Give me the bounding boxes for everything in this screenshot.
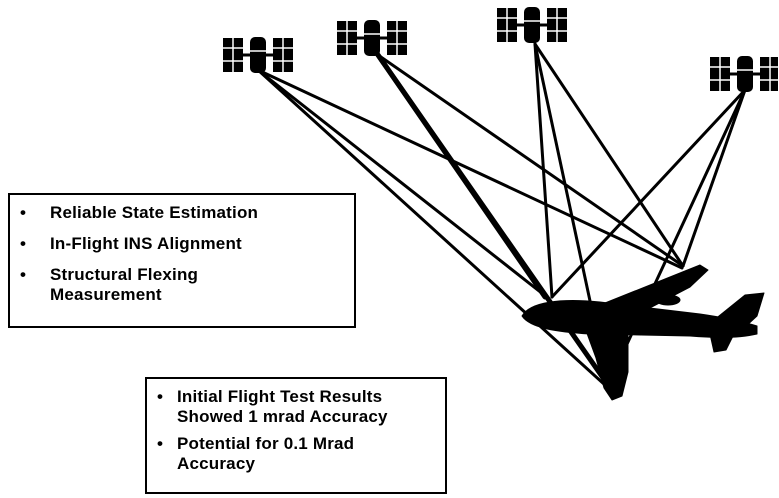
list-item: • Initial Flight Test Results Showed 1 m… [157,387,447,427]
capabilities-box: • Reliable State Estimation • In-Flight … [8,193,356,328]
bullet: • [157,387,164,406]
list-item-text: Initial Flight Test Results Showed 1 mra… [177,387,388,426]
signal-line [533,42,554,299]
list-item-text: Potential for 0.1 Mrad Accuracy [177,434,355,473]
signal-line [376,53,685,268]
signal-line [256,68,550,300]
satellite-3-icon [497,7,567,43]
aircraft-icon [521,264,765,401]
signal-line [256,68,607,387]
list-item: • Reliable State Estimation [20,203,344,223]
signal-line [606,88,747,387]
list-item-text: Reliable State Estimation [50,203,259,222]
signal-lines [256,42,747,388]
list-item: • Potential for 0.1 Mrad Accuracy [157,434,392,474]
list-item: • Structural Flexing Measurement [20,265,270,305]
signal-line [375,52,548,300]
list-item-text: In-Flight INS Alignment [50,234,242,253]
satellite-1-icon [223,37,293,73]
satellite-4-icon [710,56,778,92]
satellite-2-icon [337,20,407,56]
signal-line [550,88,747,299]
bullet: • [20,265,27,284]
list-item-text: Structural Flexing Measurement [50,265,199,304]
signal-line [681,88,747,268]
list-item: • In-Flight INS Alignment [20,234,344,254]
bullet: • [157,434,164,453]
bullet: • [20,203,27,222]
bullet: • [20,234,27,253]
signal-line [533,42,685,268]
results-box: • Initial Flight Test Results Showed 1 m… [145,377,447,494]
